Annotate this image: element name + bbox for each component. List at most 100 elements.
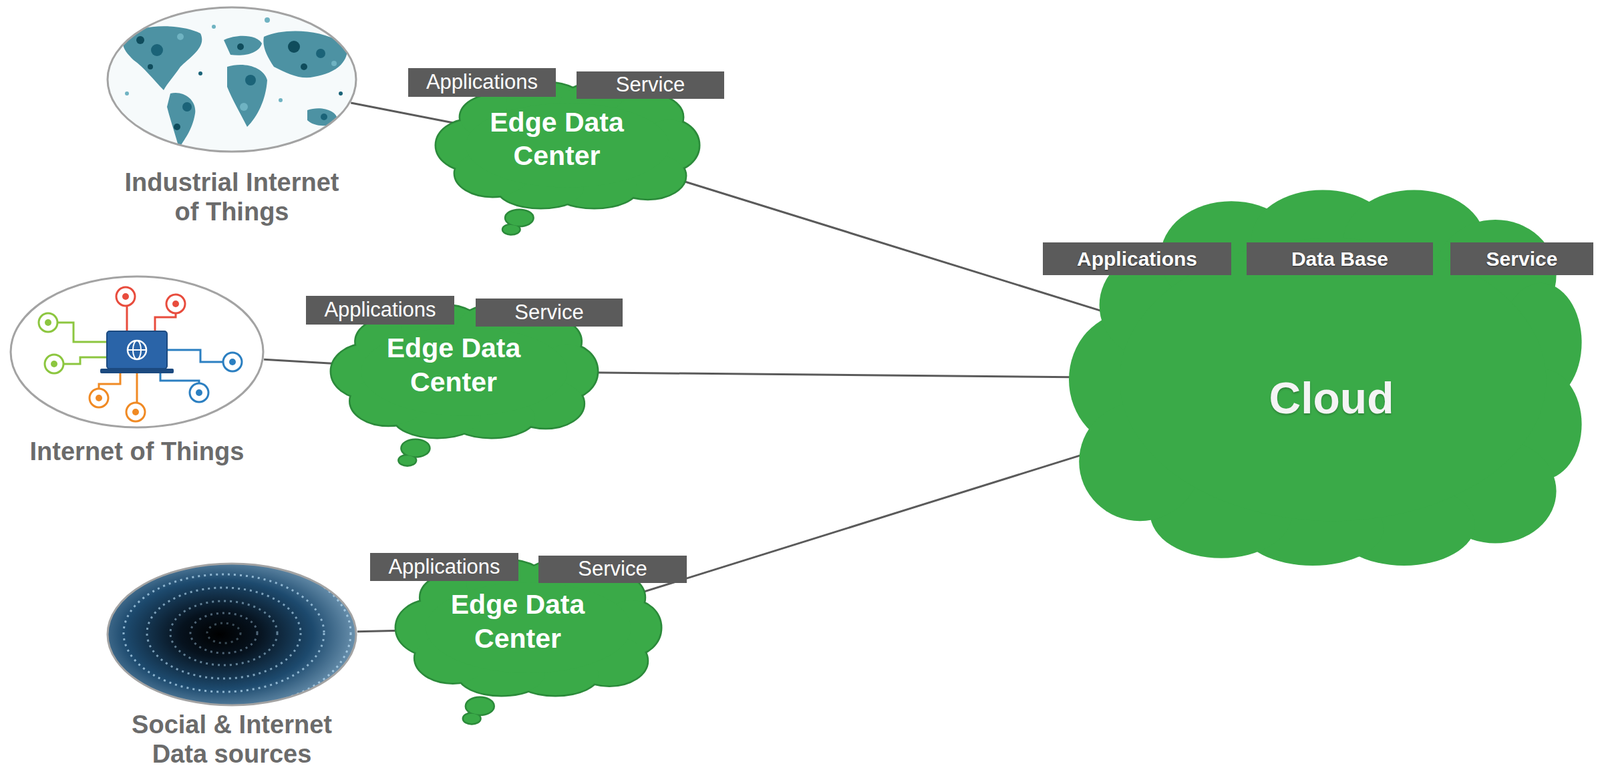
cloud-outline [396, 560, 661, 724]
tag-text: Data Base [1291, 247, 1389, 270]
network-wire [57, 322, 107, 343]
device-icon [189, 383, 209, 403]
device-icon [44, 354, 64, 374]
data-ring [190, 613, 258, 654]
tag-box: Service [538, 555, 687, 584]
device-icon [126, 402, 145, 422]
cloud-puff [466, 698, 494, 715]
map-dot [264, 17, 270, 23]
device-glyph [195, 389, 203, 397]
map-ground [103, 3, 361, 157]
map-dot [150, 44, 164, 57]
tunnel-ground [104, 561, 359, 709]
map-dot [237, 43, 244, 51]
device-icon [166, 294, 186, 314]
device-glyph [132, 408, 139, 416]
cloud-title: Edge Data Center [366, 331, 541, 399]
picture-outline [107, 563, 357, 706]
picture-frame [9, 275, 265, 429]
source-label: Internet of Things [3, 437, 271, 467]
data-ring [146, 587, 301, 679]
picture-frame [106, 562, 358, 707]
data-ring [123, 574, 325, 693]
tag-text: Service [514, 301, 584, 325]
tag-text: Service [615, 73, 685, 97]
data-ring [207, 623, 241, 644]
cloud-puff [402, 440, 430, 457]
main-cloud: CloudApplicationsData BaseService [1068, 193, 1577, 566]
map-dot [182, 102, 192, 112]
continent [227, 64, 268, 127]
cloud-puff [361, 326, 568, 416]
continent [122, 26, 203, 91]
cloud-title: Edge Data Center [430, 587, 605, 655]
tag-box: Applications [305, 295, 455, 325]
globe-icon [127, 349, 147, 351]
map-dot [239, 102, 248, 111]
edge-cloud: Edge Data CenterApplicationsService [393, 559, 664, 697]
cloud-puff [399, 455, 416, 465]
device-glyph [229, 358, 236, 366]
cloud-puff [503, 225, 520, 234]
network-wire [63, 357, 107, 365]
connector-line [350, 102, 456, 124]
tag-box: Applications [1042, 242, 1232, 276]
source-picture: Social & Internet Data sources [106, 562, 358, 769]
device-icon [89, 388, 109, 408]
globe-icon [127, 340, 147, 360]
continent [167, 92, 196, 149]
map-dot [320, 113, 328, 121]
device-icon [223, 352, 242, 372]
laptop-base [100, 368, 174, 374]
device-glyph [44, 319, 52, 327]
tag-text: Applications [1076, 247, 1198, 270]
map-dot [136, 36, 145, 45]
cloud-puff [465, 102, 670, 188]
tag-box: Service [576, 71, 725, 99]
network-wire [167, 350, 224, 363]
cloud-puff [425, 582, 631, 674]
picture-outline [107, 7, 357, 152]
tag-text: Service [577, 557, 647, 581]
map-dot [211, 24, 216, 29]
cloud-puff [361, 326, 568, 416]
cloud-puff [505, 210, 533, 226]
cloud-text-area: Edge Data Center [433, 81, 702, 210]
map-dot [177, 33, 184, 41]
tag-box: Service [475, 298, 623, 327]
cloud-puff [1119, 238, 1546, 522]
cloud-fill [331, 305, 598, 465]
map-dot [245, 74, 256, 86]
source-picture: Industrial Internet of Things [106, 6, 358, 227]
map-dot [331, 60, 337, 67]
picture-frame [106, 6, 358, 153]
tag-box: Applications [408, 68, 556, 97]
iot-ground [6, 273, 268, 431]
continent [307, 108, 338, 126]
device-icon [116, 287, 135, 306]
tag-box: Applications [370, 553, 519, 582]
map-dot [315, 48, 326, 59]
tag-text: Applications [388, 555, 500, 579]
map-dot [173, 123, 181, 131]
cloud-outline [436, 82, 699, 234]
cloud-puff [503, 225, 520, 234]
iot-network [6, 273, 268, 431]
tag-text: Applications [324, 298, 436, 322]
cloud-fill [396, 560, 661, 724]
continent [223, 36, 262, 56]
map-dot [124, 91, 129, 96]
cloud-puff [425, 582, 631, 674]
source-label: Social & Internet Data sources [116, 710, 348, 769]
source-label: Industrial Internet of Things [116, 168, 348, 227]
cloud-puff [466, 698, 494, 715]
cloud-title: Edge Data Center [470, 105, 645, 173]
device-glyph [50, 360, 58, 368]
map-dot [287, 40, 300, 53]
device-glyph [95, 394, 103, 402]
map-dot [300, 63, 308, 71]
cloud-puff [399, 455, 416, 465]
edge-cloud: Edge Data CenterApplicationsService [433, 81, 702, 210]
tag-box: Data Base [1246, 242, 1433, 276]
